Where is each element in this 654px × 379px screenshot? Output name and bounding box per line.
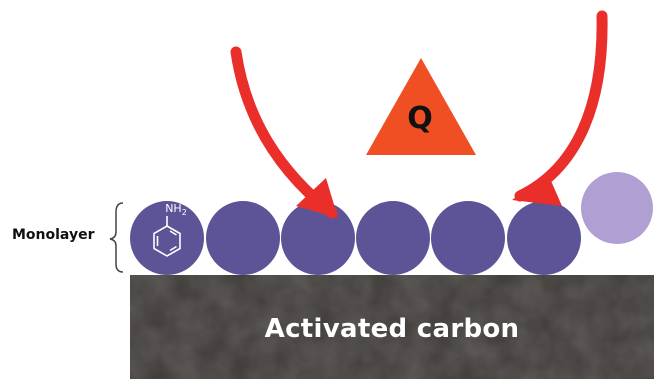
adsorbed-molecule <box>507 201 581 275</box>
amine-text: NH <box>165 202 182 215</box>
free-molecule <box>581 172 653 244</box>
amine-subscript: 2 <box>181 208 187 218</box>
adsorbed-molecule <box>431 201 505 275</box>
monolayer-label: Monolayer <box>12 227 95 243</box>
adsorbed-molecule <box>281 201 355 275</box>
heat-label: Q <box>407 101 433 136</box>
right-arrow <box>512 10 608 206</box>
monolayer-bracket <box>109 202 124 273</box>
aniline-icon <box>153 216 181 257</box>
amine-group-label: NH2 <box>146 202 206 217</box>
left-arrow <box>230 46 338 219</box>
adsorbed-molecule <box>356 201 430 275</box>
adsorbed-molecule <box>130 201 204 275</box>
adsorbed-molecule <box>206 201 280 275</box>
monolayer-molecules <box>130 201 581 275</box>
activated-carbon-label: Activated carbon <box>264 314 520 344</box>
triangle-icon <box>366 58 476 155</box>
activated-carbon-texture <box>130 275 654 379</box>
